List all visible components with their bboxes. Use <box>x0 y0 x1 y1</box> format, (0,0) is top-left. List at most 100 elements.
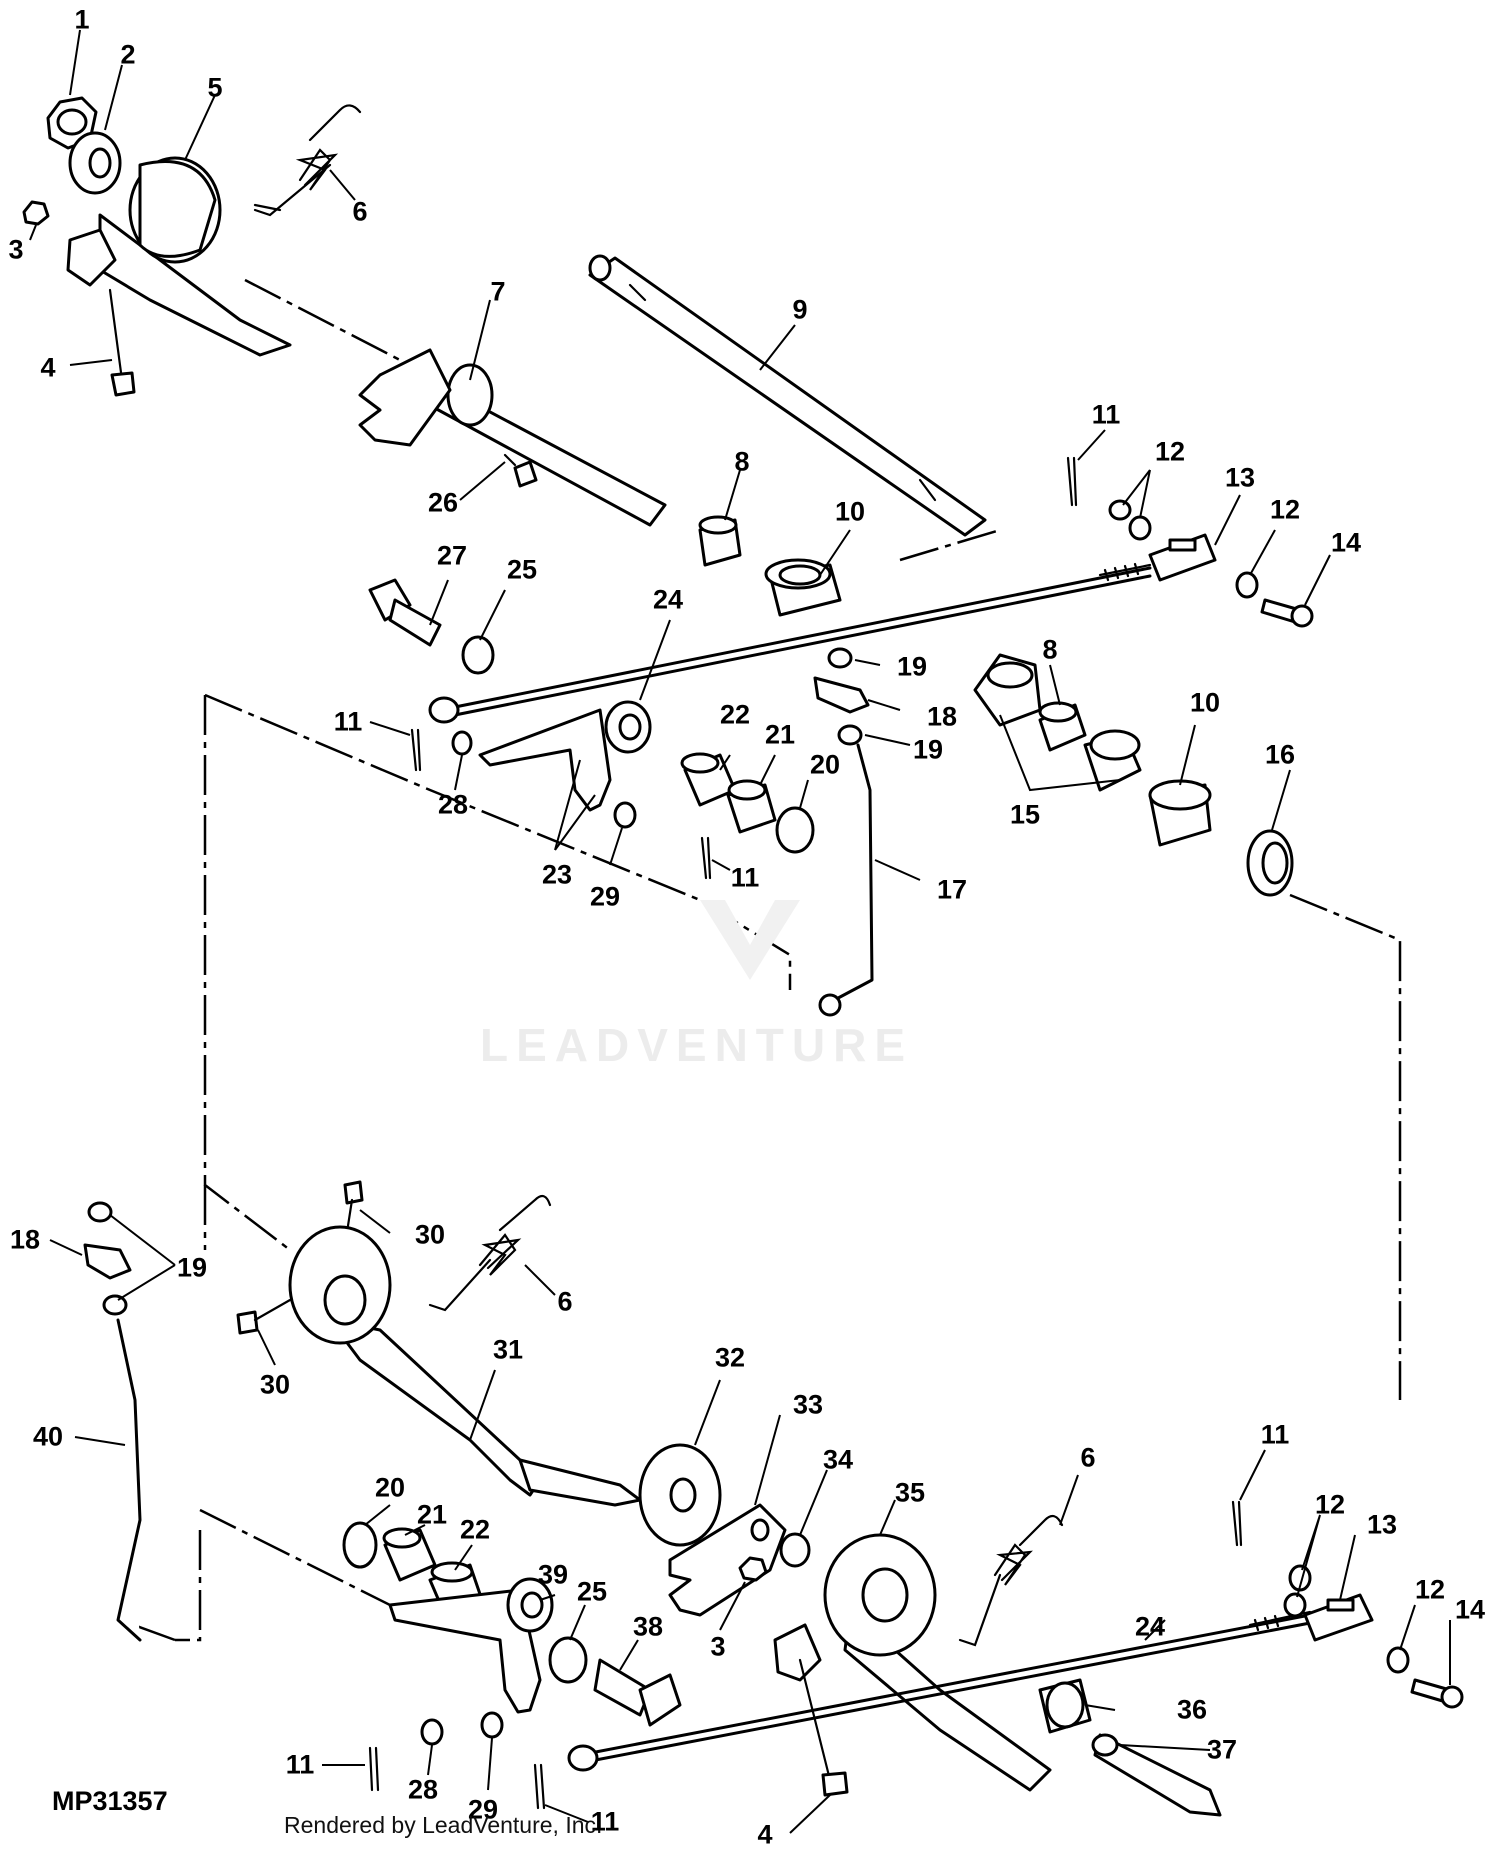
callout-21-b: 21 <box>416 1499 448 1530</box>
callout-29-b: 29 <box>467 1794 499 1825</box>
callout-30-b: 30 <box>259 1369 291 1400</box>
callout-36: 36 <box>1176 1694 1208 1725</box>
callout-19-b: 19 <box>912 734 944 765</box>
callout-26: 26 <box>427 487 459 518</box>
part-34-nut <box>779 1532 811 1568</box>
callout-32: 32 <box>714 1342 746 1373</box>
part-29-washer-upper <box>613 801 637 829</box>
callout-20: 20 <box>809 749 841 780</box>
assembly-frame-line <box>203 695 291 1251</box>
callout-24: 24 <box>652 584 684 615</box>
part-4-bolt-lower <box>798 1658 849 1797</box>
callout-19: 19 <box>896 651 928 682</box>
part-24-rod-lower <box>567 1610 1312 1772</box>
callout-5: 5 <box>207 72 223 103</box>
leader-lines <box>29 29 1451 1834</box>
callout-27: 27 <box>436 540 468 571</box>
callout-4: 4 <box>40 352 56 383</box>
part-12-washer-1 <box>1108 499 1132 521</box>
part-9-shaft <box>588 254 987 537</box>
callout-38: 38 <box>632 1611 664 1642</box>
part-11-cotter-pin-5 <box>368 1746 380 1792</box>
callout-18: 18 <box>926 701 958 732</box>
watermark-text: LEADVENTURE <box>480 1019 914 1071</box>
part-20-washer-lower <box>342 1521 378 1569</box>
part-19-nut-2 <box>837 724 863 746</box>
callout-6-c: 6 <box>1080 1442 1096 1473</box>
callout-30: 30 <box>414 1219 446 1250</box>
part-11-cotter-pin-2 <box>410 728 422 772</box>
part-7-tube-plate <box>358 348 667 527</box>
part-17-rod <box>818 743 874 1017</box>
callout-16: 16 <box>1264 739 1296 770</box>
part-23-bellcrank <box>478 700 652 812</box>
assembly-frame-line-upper <box>204 693 792 990</box>
callout-25: 25 <box>506 554 538 585</box>
part-25-washer-lower <box>548 1636 588 1684</box>
part-13-clevis-upper <box>1148 533 1217 582</box>
callout-11-b: 11 <box>333 706 363 737</box>
part-12-washer-6 <box>1386 1646 1410 1674</box>
part-18-swivel-upper <box>813 676 870 714</box>
callout-18-b: 18 <box>9 1224 41 1255</box>
part-11-cotter-pin-1 <box>1066 456 1078 507</box>
callout-3: 3 <box>8 234 24 265</box>
callout-40: 40 <box>32 1421 64 1452</box>
figure-id: MP31357 <box>52 1786 168 1816</box>
part-33-plate <box>668 1503 787 1617</box>
callout-25-b: 25 <box>576 1576 608 1607</box>
part-10-flanged-bushing-lower <box>1148 779 1212 847</box>
callout-22-b: 22 <box>459 1514 491 1545</box>
part-38-bolt <box>593 1658 682 1727</box>
part-40-rod <box>116 1318 142 1642</box>
callout-12: 12 <box>1154 436 1186 467</box>
callout-14: 14 <box>1330 527 1362 558</box>
callout-11-f: 11 <box>590 1806 620 1837</box>
part-19-nut-1 <box>827 647 853 669</box>
part-19-nut-3 <box>87 1201 113 1223</box>
callout-20-b: 20 <box>374 1472 406 1503</box>
part-16-seal <box>1246 829 1294 897</box>
callout-35: 35 <box>894 1477 926 1508</box>
part-12-washer-2 <box>1128 515 1152 541</box>
callout-33: 33 <box>792 1389 824 1420</box>
callout-11-e: 11 <box>285 1749 315 1780</box>
part-24-rod-upper <box>428 562 1152 724</box>
callout-31: 31 <box>492 1334 524 1365</box>
part-39-bellcrank-lower <box>388 1577 554 1714</box>
callout-21: 21 <box>764 719 796 750</box>
part-28-washer-upper <box>451 730 473 756</box>
part-11-cotter-pin-3 <box>700 836 712 880</box>
callout-6-b: 6 <box>557 1286 573 1317</box>
callout-9: 9 <box>792 294 808 325</box>
part-19-nut-4 <box>102 1294 128 1316</box>
assembly-frame-line-right <box>1289 893 1402 1400</box>
callout-11: 11 <box>1091 399 1121 430</box>
part-3-nut-lower <box>738 1556 768 1582</box>
part-12-washer-5 <box>1283 1592 1307 1618</box>
callout-8-b: 8 <box>1042 634 1058 665</box>
part-36-bushing <box>1038 1678 1092 1734</box>
callout-8: 8 <box>734 446 750 477</box>
part-5-hub-arm <box>66 156 292 357</box>
part-28-washer-lower <box>420 1718 444 1746</box>
part-32-washer <box>638 1443 722 1547</box>
part-4-bolt-upper <box>108 288 136 397</box>
callout-12-b: 12 <box>1269 494 1301 525</box>
part-27-bolt <box>368 578 442 647</box>
callout-12-d: 12 <box>1414 1574 1446 1605</box>
callout-2: 2 <box>120 39 136 70</box>
callout-28: 28 <box>437 789 469 820</box>
callout-14-b: 14 <box>1454 1594 1486 1625</box>
part-3-nut <box>22 200 50 226</box>
part-2-washer <box>68 131 122 195</box>
callout-7: 7 <box>490 276 506 307</box>
part-11-cotter-pin-6 <box>533 1763 546 1810</box>
callout-17: 17 <box>936 874 968 905</box>
part-8-bushing-lower <box>1038 701 1087 752</box>
part-14-clevis-pin-upper <box>1260 598 1314 628</box>
part-37-ring <box>1091 1733 1119 1757</box>
callout-12-c: 12 <box>1314 1489 1346 1520</box>
callout-6: 6 <box>352 196 368 227</box>
